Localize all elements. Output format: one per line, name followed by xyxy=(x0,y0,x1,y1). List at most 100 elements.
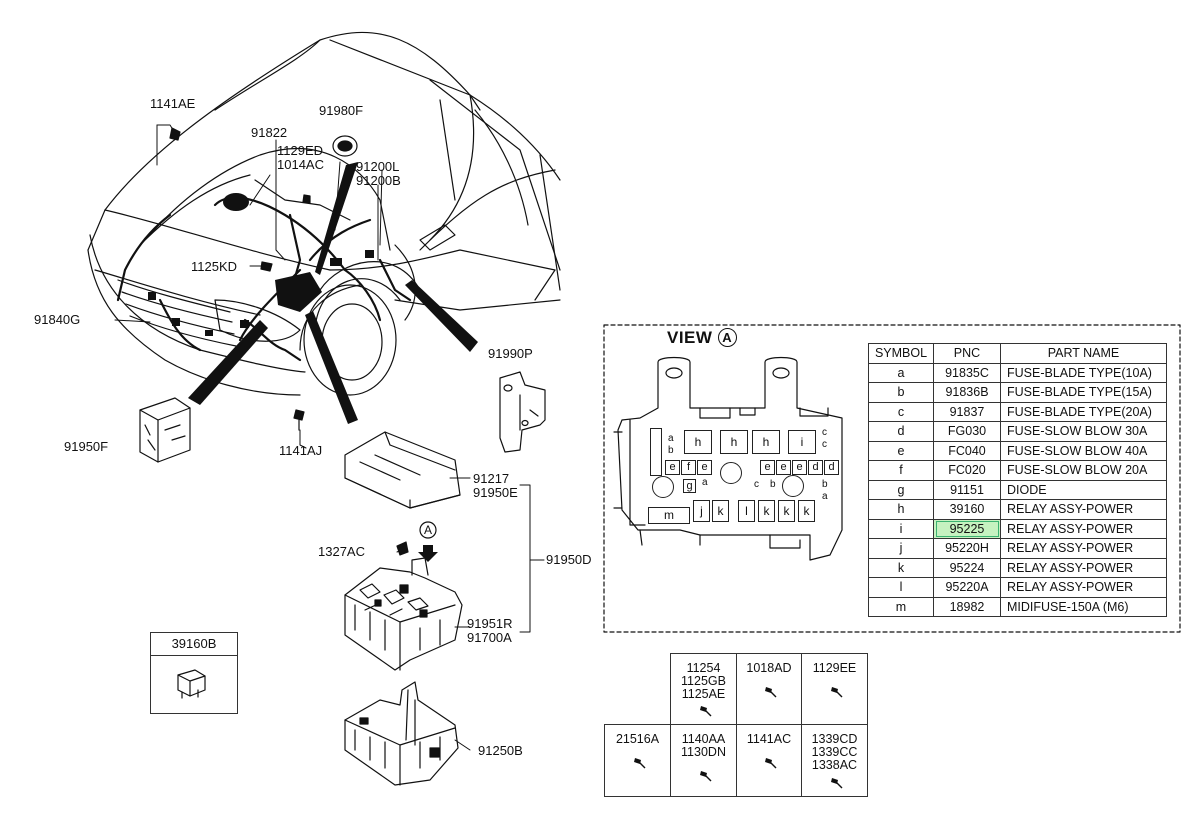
parts-table-header: SYMBOL PNC PART NAME xyxy=(868,343,1167,364)
cell-part-name: FUSE-SLOW BLOW 20A xyxy=(1000,460,1167,481)
fastener-code: 1129EE xyxy=(812,661,857,675)
cell-pnc: 95224 xyxy=(933,557,1001,578)
cell-pnc: 91837 xyxy=(933,401,1001,422)
fuse-round-slot-2 xyxy=(652,476,674,498)
cell-symbol: g xyxy=(868,479,934,500)
fuse-round-slot-3 xyxy=(782,475,804,497)
cell-part-name: FUSE-SLOW BLOW 30A xyxy=(1000,421,1167,442)
fuse-slot-b-3: b xyxy=(770,479,776,490)
bolt-icon xyxy=(765,687,777,698)
callout-91990p: 91990P xyxy=(488,346,533,361)
cell-part-name: RELAY ASSY-POWER xyxy=(1000,557,1167,578)
cell-part-name: DIODE xyxy=(1000,479,1167,500)
callout-91950d: 91950D xyxy=(546,552,592,567)
view-a-dashed-frame xyxy=(603,324,1181,633)
relay-39160b-drawing xyxy=(177,669,206,699)
view-a-fuse-box-drawing xyxy=(613,356,843,561)
fastener-cell[interactable]: 1129EE xyxy=(801,653,868,725)
cell-part-name: FUSE-BLADE TYPE(10A) xyxy=(1000,362,1167,383)
callout-1141ae: 1141AE xyxy=(150,96,196,111)
fastener-code: 1125AE xyxy=(681,687,726,701)
relay-39160b-box: 39160B xyxy=(150,632,238,714)
callout-1327ac: 1327AC xyxy=(318,544,365,559)
cell-symbol: k xyxy=(868,557,934,578)
header-pnc: PNC xyxy=(933,343,1001,364)
relay-91950f-drawing xyxy=(139,397,191,463)
cell-symbol: h xyxy=(868,499,934,520)
cell-pnc: 91836B xyxy=(933,382,1001,403)
view-a-marker-circle xyxy=(419,521,437,539)
callout-91200l: 91200L xyxy=(356,159,400,174)
fuse-slot-e-5: e xyxy=(792,460,807,475)
cell-symbol: i xyxy=(868,518,934,539)
fuse-box-lower-tray-drawing xyxy=(344,681,459,786)
fuse-round-slot-1 xyxy=(720,462,742,484)
fuse-box-body-drawing xyxy=(344,557,463,671)
fastener-code: 1125GB xyxy=(681,674,726,688)
fuse-slot-g: g xyxy=(683,479,696,493)
view-a-marker: A xyxy=(424,523,433,537)
fastener-cell[interactable]: 1018AD xyxy=(736,653,802,725)
cell-pnc-highlighted[interactable]: 95225 xyxy=(933,518,1001,539)
fuse-slot-l: l xyxy=(738,500,755,522)
fuse-slot-h-2: h xyxy=(720,430,748,454)
fastener-code: 1018AD xyxy=(746,661,792,675)
fuse-slot-c-1: c xyxy=(822,427,827,438)
cell-part-name: MIDIFUSE-150A (M6) xyxy=(1000,596,1167,617)
fuse-slot-f-1: f xyxy=(681,460,696,475)
cell-pnc: FC040 xyxy=(933,440,1001,461)
cell-symbol: d xyxy=(868,421,934,442)
cell-part-name: FUSE-BLADE TYPE(20A) xyxy=(1000,401,1167,422)
fastener-code: 1338AC xyxy=(811,758,858,772)
fastener-code: 1339CC xyxy=(811,745,858,759)
cell-pnc: 91151 xyxy=(933,479,1001,500)
grommet-91980f-drawing xyxy=(332,135,358,157)
fuse-slot-b-2: b xyxy=(822,479,828,490)
fuse-slot-j-1: j xyxy=(693,500,710,522)
bolt-icon xyxy=(830,778,842,789)
bolt-drawings xyxy=(169,127,311,431)
callout-91951r: 91951R xyxy=(467,616,513,631)
cell-part-name: RELAY ASSY-POWER xyxy=(1000,499,1167,520)
callout-91950f: 91950F xyxy=(64,439,109,454)
cell-part-name: RELAY ASSY-POWER xyxy=(1000,577,1167,598)
cell-pnc: FC020 xyxy=(933,460,1001,481)
cell-part-name: FUSE-SLOW BLOW 40A xyxy=(1000,440,1167,461)
fuse-slot-b-1: b xyxy=(668,445,674,456)
cell-part-name: RELAY ASSY-POWER xyxy=(1000,518,1167,539)
fastener-code: 1141AC xyxy=(746,732,792,746)
fastener-cell[interactable]: 21516A xyxy=(604,724,671,797)
fastener-cell[interactable]: 1141AC xyxy=(736,724,802,797)
fuse-slot-c-2: c xyxy=(822,439,827,450)
fuse-slot-h-3: h xyxy=(752,430,780,454)
fuse-slot-k-2: k xyxy=(758,500,775,522)
cell-pnc: FG030 xyxy=(933,421,1001,442)
cell-symbol: l xyxy=(868,577,934,598)
cell-pnc: 39160 xyxy=(933,499,1001,520)
fuse-slot-e-3: e xyxy=(760,460,775,475)
callout-91217: 91217 xyxy=(473,471,510,486)
callout-91822: 91822 xyxy=(251,125,288,140)
bolt-icon xyxy=(830,687,842,698)
fuse-slot-e-1: e xyxy=(665,460,680,475)
fuse-slot-a-3: a xyxy=(702,477,708,488)
fuse-box-cover-drawing xyxy=(344,431,461,509)
callout-1014ac: 1014AC xyxy=(277,157,324,172)
fuse-slot-c-3: c xyxy=(754,479,759,490)
